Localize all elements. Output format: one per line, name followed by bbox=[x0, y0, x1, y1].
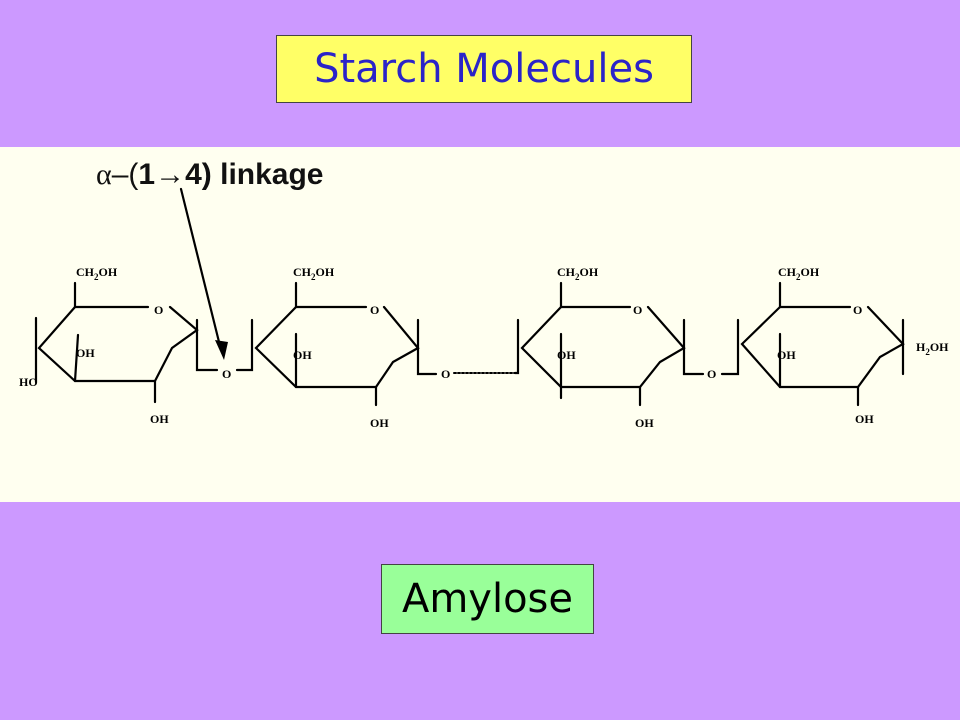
ch2oh-label-1: CH2OH bbox=[76, 265, 118, 282]
bridge-oxygen-1: O bbox=[222, 367, 231, 381]
linkage-label: α–(1→4) linkage bbox=[96, 158, 323, 191]
glucose-ring-4 bbox=[740, 281, 905, 407]
linkage-arrow-line bbox=[179, 187, 223, 352]
ring-oxygen-label-1: O bbox=[154, 303, 163, 317]
oh-label-4a: OH bbox=[777, 348, 796, 362]
h2oh-end-label: H2OH bbox=[916, 340, 949, 357]
bond-bridge-2 bbox=[513, 318, 520, 375]
ring-oxygen-label-4: O bbox=[853, 303, 862, 317]
oh-label-4b: OH bbox=[855, 412, 874, 426]
glucose-ring-3 bbox=[520, 281, 705, 407]
amylose-label: Amylose bbox=[381, 564, 594, 634]
ch2oh-label-4: CH2OH bbox=[778, 265, 820, 282]
bond-bridge-1 bbox=[235, 318, 254, 372]
oh-label-1a: OH bbox=[76, 346, 95, 360]
bridge-oxygen-3: O bbox=[707, 367, 716, 381]
bridge-oxygen-2: O bbox=[441, 367, 450, 381]
linkage-arrow-head bbox=[215, 340, 228, 360]
oh-label-3a: OH bbox=[557, 348, 576, 362]
oh-label-3b: OH bbox=[635, 416, 654, 430]
slide-title: Starch Molecules bbox=[276, 35, 692, 103]
ho-end-label: HO bbox=[19, 375, 38, 389]
glucose-ring-1 bbox=[34, 281, 219, 404]
oh-label-2b: OH bbox=[370, 416, 389, 430]
ch2oh-label-3: CH2OH bbox=[557, 265, 599, 282]
bond-bridge-3 bbox=[720, 318, 740, 376]
oh-label-2a: OH bbox=[293, 348, 312, 362]
ring-oxygen-label-3: O bbox=[633, 303, 642, 317]
glucose-ring-2 bbox=[254, 281, 438, 407]
ring-oxygen-label-2: O bbox=[370, 303, 379, 317]
ring-1-bonds bbox=[38, 457, 195, 502]
oh-label-1b: OH bbox=[150, 412, 169, 426]
amylose-structure-diagram: α–(1→4) linkage CH2OH O OH OH HO O CH2OH… bbox=[0, 147, 960, 502]
ch2oh-label-2: CH2OH bbox=[293, 265, 335, 282]
